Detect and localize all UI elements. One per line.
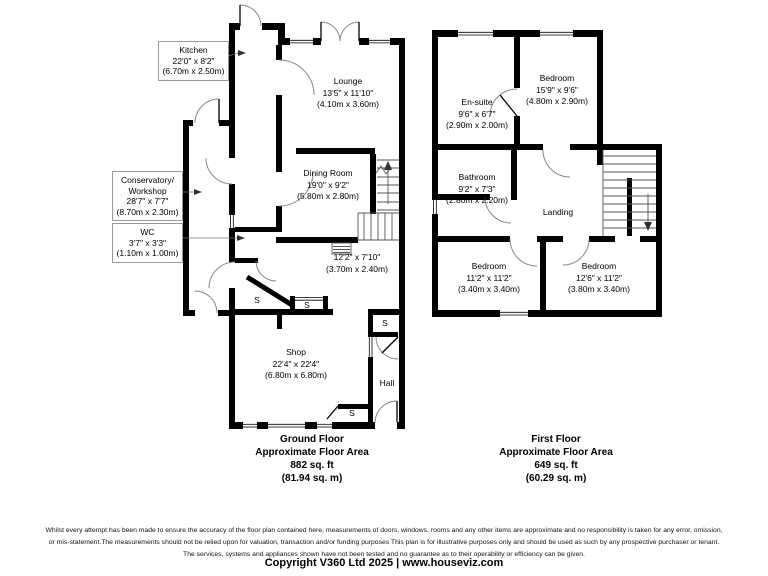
ground-floor-walls	[183, 23, 405, 429]
room-label-bedroom-3: Bedroom 12'6" x 11'2" (3.80m x 3.40m)	[568, 261, 630, 296]
storage-label: S	[349, 408, 355, 418]
disclaimer-line-2: or mis-statement.The measurements should…	[48, 539, 720, 546]
room-size-imperial: 9'2" x 7'3"	[458, 183, 496, 194]
room-label-hall: Hall	[380, 378, 395, 390]
room-size-metric: (4.80m x 2.90m)	[526, 96, 588, 106]
room-label-bathroom: Bathroom 9'2" x 7'3" (2.80m x 2.20m)	[446, 172, 508, 207]
caption-title: First Floor	[531, 434, 581, 445]
room-name: Hall	[379, 378, 395, 388]
caption-area-metric: (81.94 sq. m)	[281, 473, 343, 484]
room-name: Bedroom	[471, 261, 507, 271]
ground-floor-windows	[230, 39, 390, 428]
room-name: Bathroom	[458, 172, 496, 182]
ground-stairs-arrow	[384, 161, 392, 170]
callout-wc: WC 3'7" x 3'3" (1.10m x 1.00m)	[112, 223, 183, 263]
room-size-imperial: 19'0" x 9'2"	[307, 179, 349, 190]
room-size-imperial: 22'0" x 8'2"	[172, 55, 215, 66]
room-size-metric: (3.40m x 3.40m)	[458, 284, 520, 294]
room-size-metric: (3.80m x 3.40m)	[568, 284, 630, 294]
caption-title: Ground Floor	[280, 434, 344, 445]
first-floor-windows	[433, 31, 573, 316]
first-floor-door-leaves	[499, 94, 518, 117]
copyright-line: Copyright V360 Ltd 2025 | www.houseviz.c…	[264, 557, 504, 569]
room-size-imperial: 3'7" x 3'3"	[128, 237, 167, 248]
storage-label: S	[304, 300, 310, 310]
storage-label: S	[382, 318, 388, 328]
room-label-dining-room: Dining Room 19'0" x 9'2" (5.80m x 2.80m)	[297, 168, 359, 203]
caption-area-imperial: 882 sq. ft	[290, 460, 334, 471]
callout-leader-lines	[182, 52, 239, 239]
room-name: En-suite	[461, 97, 493, 107]
room-name: Bedroom	[539, 73, 575, 83]
room-size-metric: (4.10m x 3.60m)	[317, 99, 379, 109]
room-size-imperial: 12'2" x 7'10"	[333, 252, 381, 262]
room-size-metric: (2.90m x 2.00m)	[446, 120, 508, 130]
room-size-imperial: 28'7" x 7'7"	[126, 196, 169, 206]
ground-floor-door-arcs	[194, 4, 399, 424]
room-size-metric: (3.70m x 2.40m)	[326, 263, 388, 274]
room-size-imperial: 13'5" x 11'10"	[322, 87, 374, 98]
caption-area-imperial: 649 sq. ft	[534, 460, 578, 471]
room-size-metric: (1.10m x 1.00m)	[116, 248, 179, 258]
first-floor-caption: First Floor Approximate Floor Area 649 s…	[499, 433, 613, 485]
room-size-imperial: 9'6" x 6'7"	[458, 108, 496, 119]
caption-subtitle: Approximate Floor Area	[499, 447, 613, 458]
room-size-imperial: 12'6" x 11'2"	[575, 272, 622, 283]
room-name: WC	[140, 227, 155, 237]
callout-leader-arrows	[194, 50, 246, 241]
callout-conservatory-workshop: Conservatory/ Workshop 28'7" x 7'7" (8.7…	[112, 171, 183, 221]
storage-label: S	[254, 295, 260, 305]
caption-area-metric: (60.29 sq. m)	[525, 473, 587, 484]
room-label-ensuite: En-suite 9'6" x 6'7" (2.90m x 2.00m)	[446, 97, 508, 132]
callout-kitchen: Kitchen 22'0" x 8'2" (6.70m x 2.50m)	[158, 41, 229, 81]
room-size-imperial: 11'2" x 11'2"	[466, 272, 512, 283]
room-name: Dining Room	[303, 168, 353, 178]
ground-floor-door-leaves	[218, 5, 399, 422]
room-label-shop: Shop 22'4" x 22'4" (6.80m x 6.80m)	[265, 347, 327, 382]
room-label-bedroom-1: Bedroom 15'9" x 9'6" (4.80m x 2.90m)	[526, 73, 588, 108]
first-stairs-arrow	[644, 222, 652, 231]
room-name: Landing	[542, 207, 574, 217]
room-size-metric: (6.80m x 6.80m)	[265, 370, 327, 380]
first-floor-walls	[432, 30, 662, 317]
room-size-metric: (8.70m x 2.30m)	[116, 206, 179, 217]
room-size-metric: (5.80m x 2.80m)	[297, 191, 359, 201]
room-name: Conservatory/ Workshop	[121, 175, 174, 196]
room-label-bedroom-2: Bedroom 11'2" x 11'2" (3.40m x 3.40m)	[458, 261, 520, 296]
ground-floor-stairs	[331, 159, 399, 255]
room-label-rear-room: 12'2" x 7'10" (3.70m x 2.40m)	[326, 252, 388, 275]
disclaimer-line-1: Whilst every attempt has been made to en…	[45, 527, 723, 534]
caption-subtitle: Approximate Floor Area	[255, 447, 369, 458]
room-name: Bedroom	[581, 261, 617, 271]
room-name: Lounge	[333, 76, 363, 86]
room-size-imperial: 15'9" x 9'6"	[536, 84, 578, 95]
room-name: Kitchen	[179, 45, 208, 55]
room-size-imperial: 22'4" x 22'4"	[272, 358, 320, 369]
room-size-metric: (2.80m x 2.20m)	[446, 195, 508, 205]
room-name: Shop	[286, 347, 306, 357]
room-label-landing: Landing	[543, 207, 573, 219]
first-floor-door-arcs	[484, 88, 590, 267]
ground-floor-caption: Ground Floor Approximate Floor Area 882 …	[255, 433, 369, 485]
disclaimer-line-3: The services, systems and appliances sho…	[183, 551, 585, 558]
room-size-metric: (6.70m x 2.50m)	[162, 66, 225, 76]
room-label-lounge: Lounge 13'5" x 11'10" (4.10m x 3.60m)	[317, 76, 379, 111]
